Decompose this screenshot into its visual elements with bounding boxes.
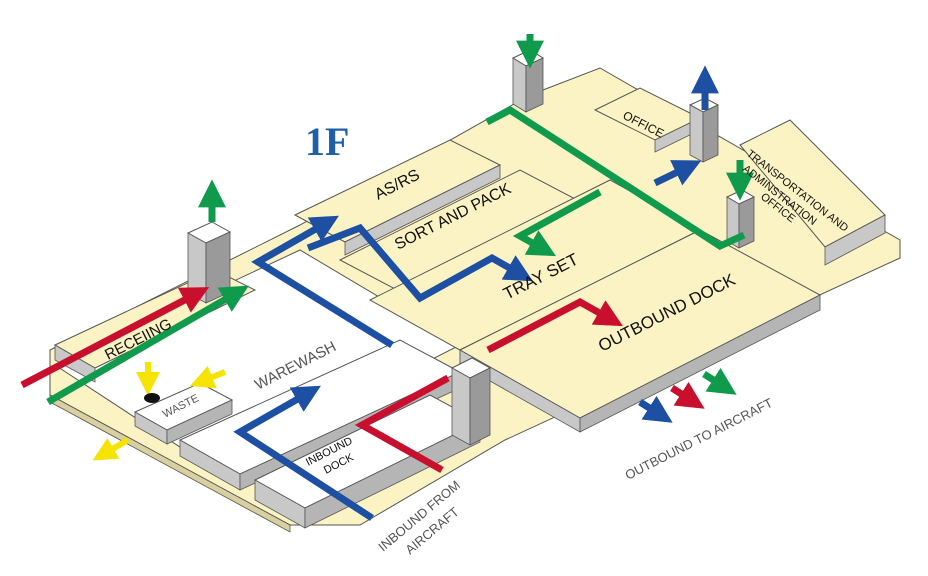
outbound-arrows	[638, 367, 737, 423]
riser-inbound	[450, 357, 492, 446]
blue-flow-office	[653, 65, 719, 187]
outbound-dock-block	[458, 229, 822, 433]
transport-office-block	[739, 119, 886, 266]
green-flow-top	[485, 34, 754, 257]
riser-receiving	[186, 221, 232, 304]
blue-flow-inbound	[233, 385, 374, 521]
riser-office	[688, 97, 720, 163]
red-flow-outbound	[354, 298, 623, 474]
waste-chute-icon	[144, 393, 160, 403]
yellow-flow-waste	[92, 362, 227, 461]
floor-label: 1F	[305, 119, 349, 164]
riser-top-center	[511, 49, 545, 113]
blue-flow-asrs	[251, 215, 533, 348]
red-flow-receiving	[20, 287, 210, 389]
